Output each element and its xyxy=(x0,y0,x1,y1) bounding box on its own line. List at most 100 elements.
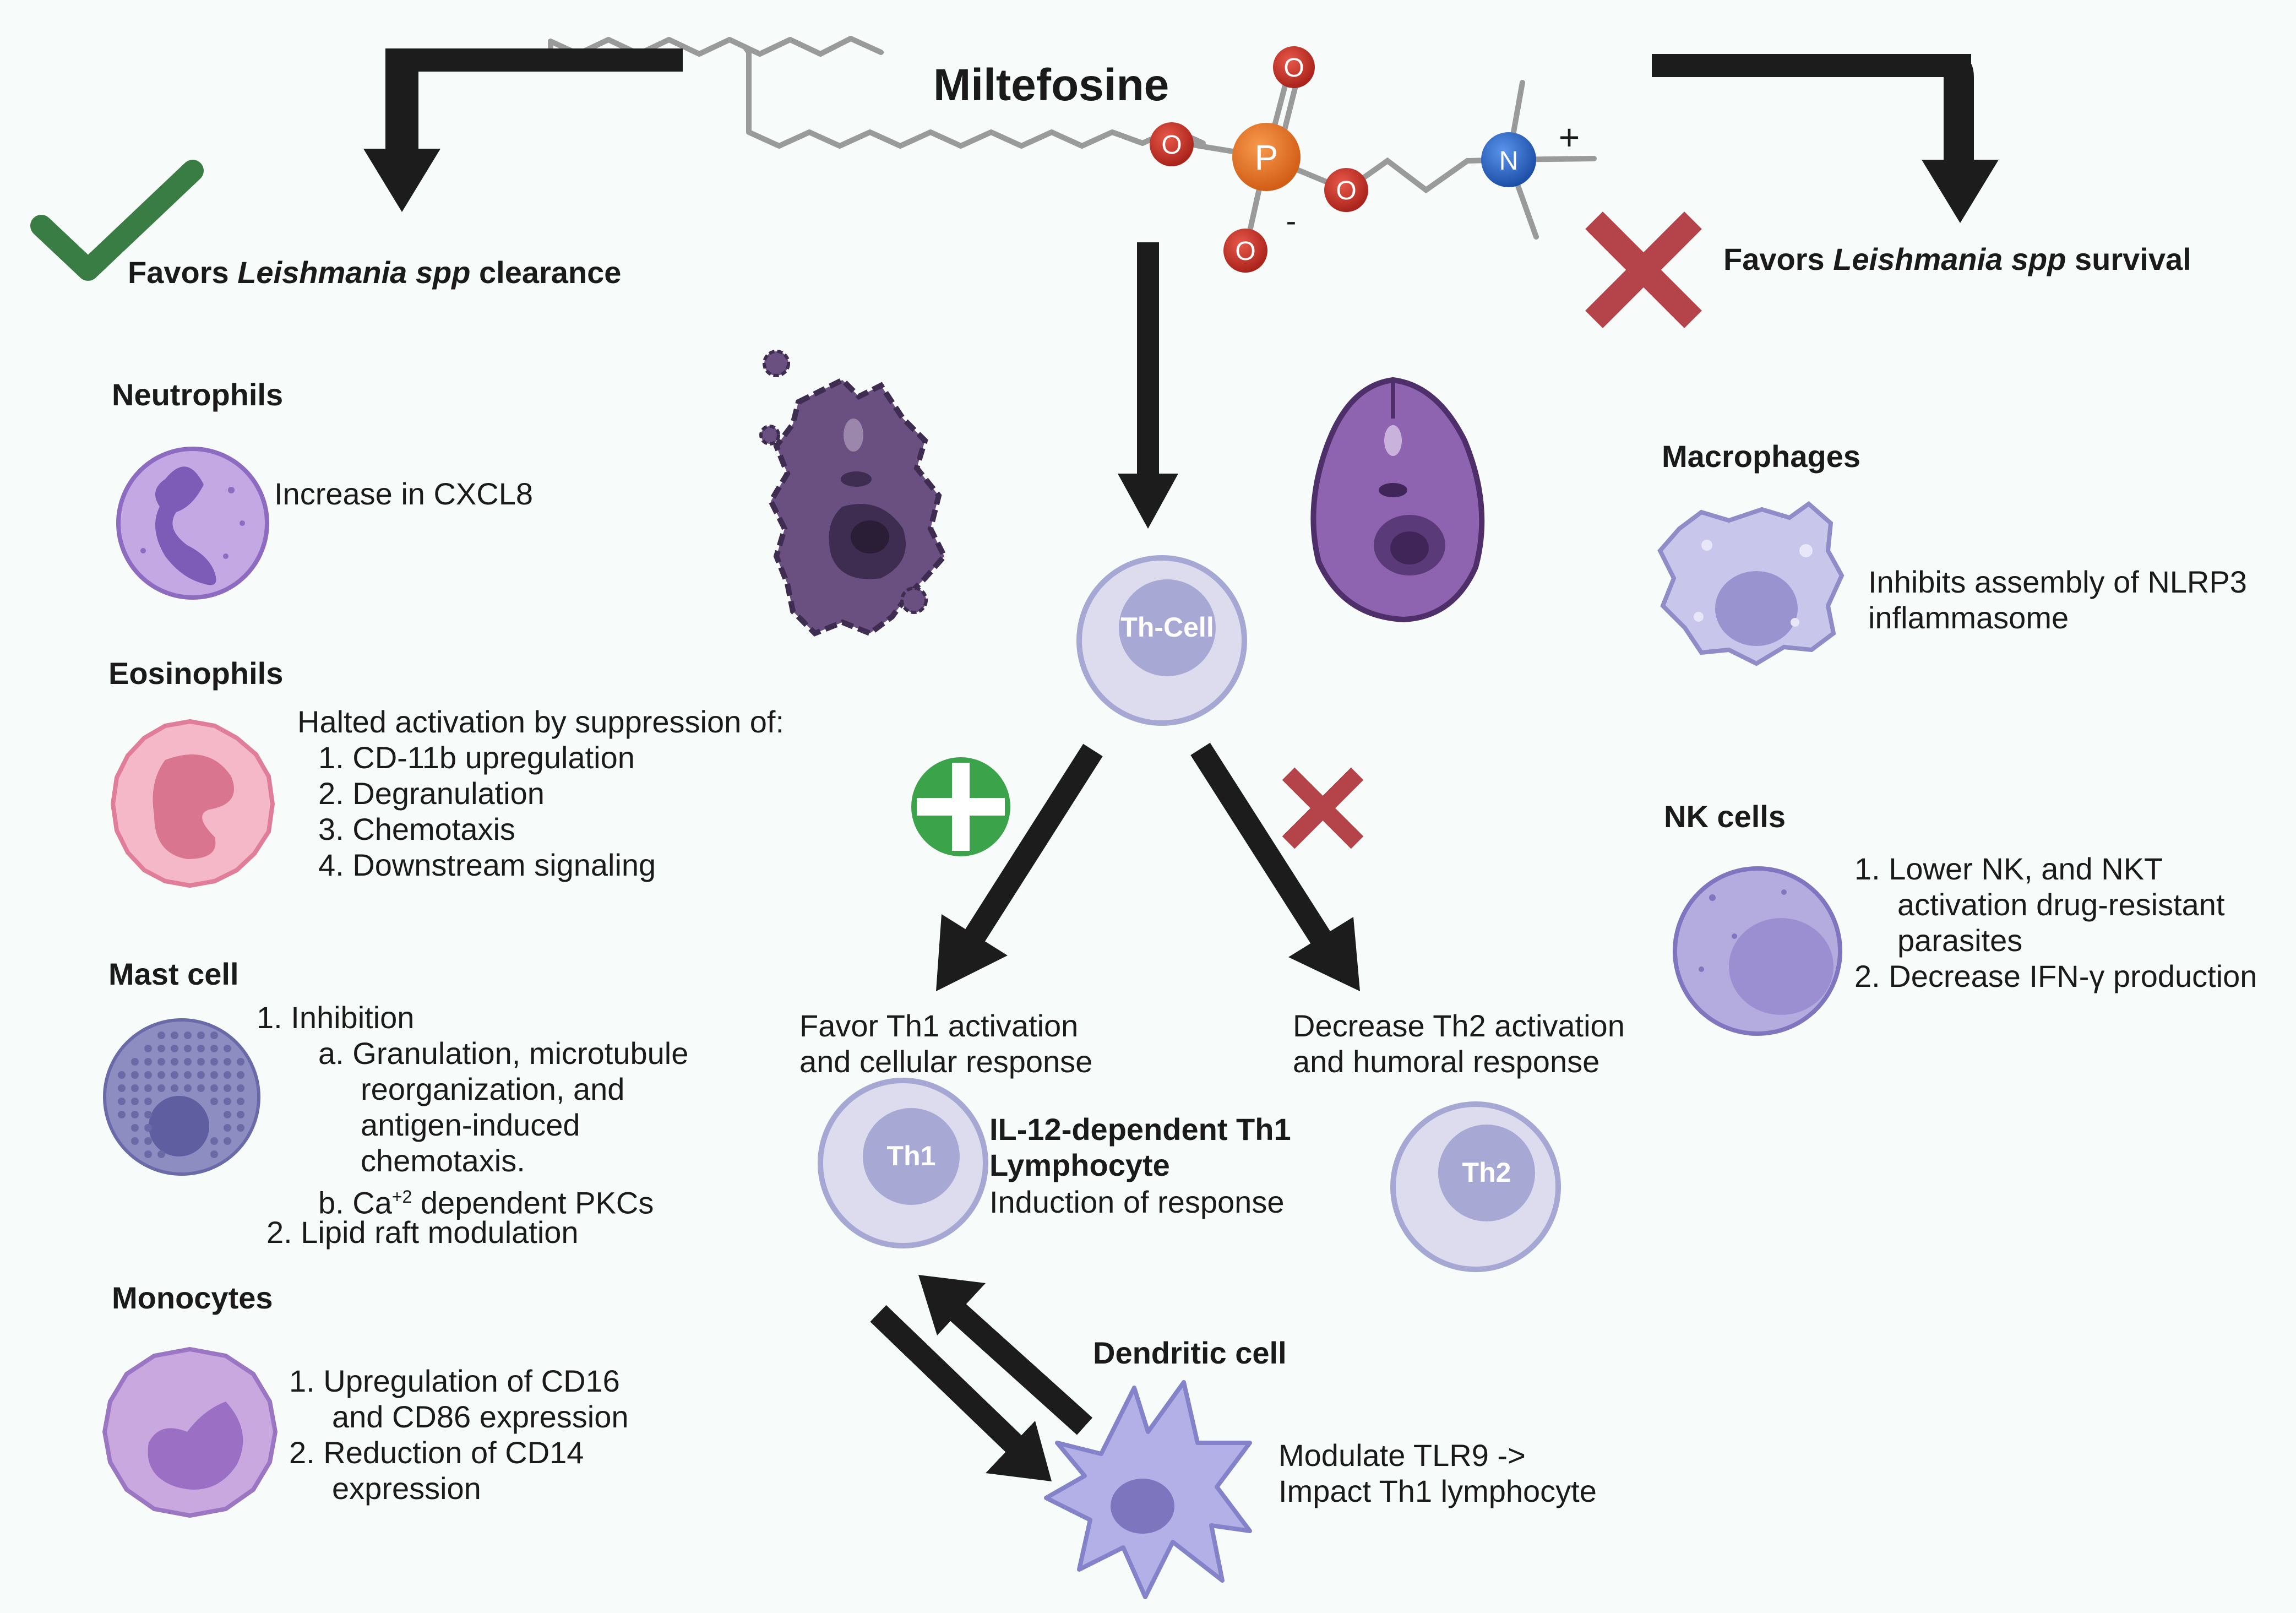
miltefosine-molecule: O O P O O N + - xyxy=(548,36,1597,273)
granule xyxy=(131,1111,139,1118)
dendritic-cell-icon xyxy=(1044,1380,1252,1599)
th2-label: Th2 xyxy=(1462,1157,1511,1188)
neutrophil-icon xyxy=(116,447,269,600)
arrow-from-dendritic xyxy=(939,1294,1093,1435)
phosphorus-atom xyxy=(1232,123,1301,191)
neutrophils-text: Increase in CXCL8 xyxy=(274,476,534,511)
arrow-to-survival-vertical xyxy=(1946,54,1971,164)
arrow-to-th-cell xyxy=(1118,242,1178,529)
granule xyxy=(131,1071,139,1079)
granule xyxy=(157,1058,165,1066)
arrow-heads xyxy=(918,914,1360,1481)
mast-cell-item: 2. Lipid raft modulation xyxy=(266,1215,579,1250)
granule xyxy=(131,1137,139,1145)
th-cell-icon xyxy=(1076,555,1247,726)
atom-label-o: O xyxy=(1235,237,1255,266)
oxygen-atom xyxy=(1223,229,1267,273)
granule xyxy=(224,1084,231,1092)
nk-cells-item: 1. Lower NK, and NKT xyxy=(1854,851,2163,886)
mast-cell-title: Mast cell xyxy=(108,957,239,991)
oxygen-atom xyxy=(1150,122,1194,166)
granule xyxy=(131,1124,139,1132)
monocytes-item: and CD86 expression xyxy=(332,1399,629,1434)
granule xyxy=(118,1098,126,1105)
mast-cell-subitem: a. Granulation, microtubule xyxy=(318,1036,689,1071)
mast-cell-subitem-b-sup: +2 xyxy=(391,1187,412,1207)
cross-icon xyxy=(1585,211,1702,328)
macrophage-icon xyxy=(1657,501,1845,666)
granule xyxy=(224,1045,231,1052)
granule xyxy=(131,1098,139,1105)
page-title: Miltefosine xyxy=(933,60,1169,110)
mast-cell-item: 1. Inhibition xyxy=(257,1000,415,1035)
granule xyxy=(144,1098,152,1105)
granule xyxy=(224,1071,231,1079)
granule xyxy=(224,1058,231,1066)
granule xyxy=(210,1098,218,1105)
mast-cell-subitem: antigen-induced xyxy=(361,1107,580,1142)
positive-charge: + xyxy=(1559,117,1580,158)
nk-cells-item: activation drug-resistant xyxy=(1897,887,2225,922)
dendritic-title: Dendritic cell xyxy=(1093,1335,1287,1370)
granule xyxy=(237,1111,244,1118)
granule xyxy=(184,1031,192,1039)
mast-cell-icon xyxy=(103,1018,260,1176)
granule xyxy=(184,1045,192,1052)
granule xyxy=(237,1098,244,1105)
granule xyxy=(144,1045,152,1052)
granule xyxy=(237,1071,244,1079)
macrophages-title: Macrophages xyxy=(1662,439,1860,474)
dendritic-text: Impact Th1 lymphocyte xyxy=(1278,1474,1597,1508)
granule xyxy=(171,1084,178,1092)
eosinophils-item: 3. Chemotaxis xyxy=(318,812,515,846)
granule xyxy=(237,1124,244,1132)
mast-cell-subitem: chemotaxis. xyxy=(361,1143,525,1178)
negative-charge: - xyxy=(1286,203,1297,238)
atom-label-o: O xyxy=(1283,53,1304,83)
th1-cell-icon xyxy=(818,1078,988,1248)
granule xyxy=(144,1124,152,1132)
granule xyxy=(210,1137,218,1145)
mast-cell-subitem-b-prefix: b. Ca xyxy=(318,1185,392,1220)
granule xyxy=(171,1031,178,1039)
atom-label-p: P xyxy=(1255,138,1278,177)
eosinophils-item: 4. Downstream signaling xyxy=(318,848,656,882)
granule xyxy=(157,1084,165,1092)
clearance-prefix: Favors xyxy=(128,255,238,290)
granule xyxy=(197,1031,205,1039)
eosinophil-icon xyxy=(110,719,275,888)
oxygen-atom xyxy=(1273,46,1315,88)
granule xyxy=(237,1058,244,1066)
th1-bold-line: IL-12-dependent Th1 xyxy=(989,1112,1291,1147)
granule xyxy=(197,1045,205,1052)
monocytes-title: Monocytes xyxy=(112,1280,273,1315)
granule xyxy=(224,1111,231,1118)
monocytes-item: 2. Reduction of CD14 xyxy=(289,1435,584,1470)
granule xyxy=(237,1084,244,1092)
granule xyxy=(157,1031,165,1039)
arrow-to-survival-bar xyxy=(1652,54,1968,77)
arrow-to-dendritic xyxy=(870,1305,1032,1463)
survival-suffix: survival xyxy=(2066,242,2191,276)
granule xyxy=(118,1084,126,1092)
th-cell-label: Th-Cell xyxy=(1120,612,1214,643)
live-parasite-icon xyxy=(1310,377,1485,623)
mast-cell-subitem: reorganization, and xyxy=(361,1072,625,1106)
eosinophils-intro: Halted activation by suppression of: xyxy=(297,704,785,739)
eosinophils-item: 1. CD-11b upregulation xyxy=(318,740,635,775)
granule xyxy=(224,1124,231,1132)
nk-cells-item: 2. Decrease IFN-γ production xyxy=(1854,959,2257,993)
th2-cell-icon xyxy=(1390,1101,1561,1272)
arrows xyxy=(363,48,1999,529)
monocytes-item: expression xyxy=(332,1471,481,1506)
granule xyxy=(144,1058,152,1066)
clearance-suffix: clearance xyxy=(470,255,622,290)
arrow-to-th2 xyxy=(1190,742,1331,946)
mast-granules xyxy=(118,1031,244,1158)
survival-header: Favors Leishmania spp survival xyxy=(1723,241,2191,278)
granule xyxy=(197,1084,205,1092)
granule xyxy=(224,1098,231,1105)
th2-decrease-line: and humoral response xyxy=(1293,1044,1600,1079)
